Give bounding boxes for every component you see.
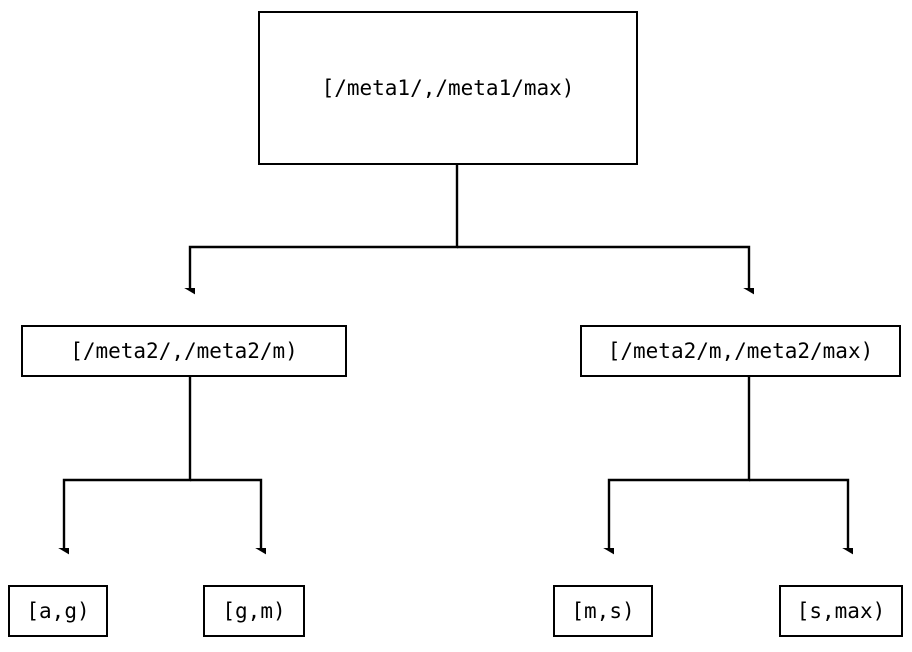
tree-node-leaf-4[interactable]: [s,max) <box>779 585 903 637</box>
tree-node-leaf-3-label: [m,s) <box>571 598 635 623</box>
edge-root-to-mid-left <box>190 165 459 288</box>
tree-node-root[interactable]: [/meta1/,/meta1/max) <box>258 11 638 165</box>
tree-node-leaf-2[interactable]: [g,m) <box>203 585 305 637</box>
tree-node-leaf-3[interactable]: [m,s) <box>553 585 653 637</box>
tree-node-leaf-1-label: [a,g) <box>26 598 90 623</box>
edge-mid-left-to-leaf-2 <box>190 478 261 548</box>
tree-node-leaf-1[interactable]: [a,g) <box>8 585 108 637</box>
tree-node-root-label: [/meta1/,/meta1/max) <box>321 75 575 100</box>
tree-node-mid-right-label: [/meta2/m,/meta2/max) <box>607 338 874 363</box>
tree-node-mid-right[interactable]: [/meta2/m,/meta2/max) <box>580 325 901 377</box>
edge-root-to-mid-right <box>457 245 749 288</box>
edge-mid-right-to-leaf-4 <box>749 478 848 548</box>
tree-node-leaf-4-label: [s,max) <box>796 598 886 623</box>
tree-node-mid-left[interactable]: [/meta2/,/meta2/m) <box>21 325 347 377</box>
tree-node-leaf-2-label: [g,m) <box>222 598 286 623</box>
edge-mid-left-to-leaf-1 <box>64 377 192 548</box>
tree-node-mid-left-label: [/meta2/,/meta2/m) <box>70 338 298 363</box>
edge-mid-right-to-leaf-3 <box>609 377 751 548</box>
